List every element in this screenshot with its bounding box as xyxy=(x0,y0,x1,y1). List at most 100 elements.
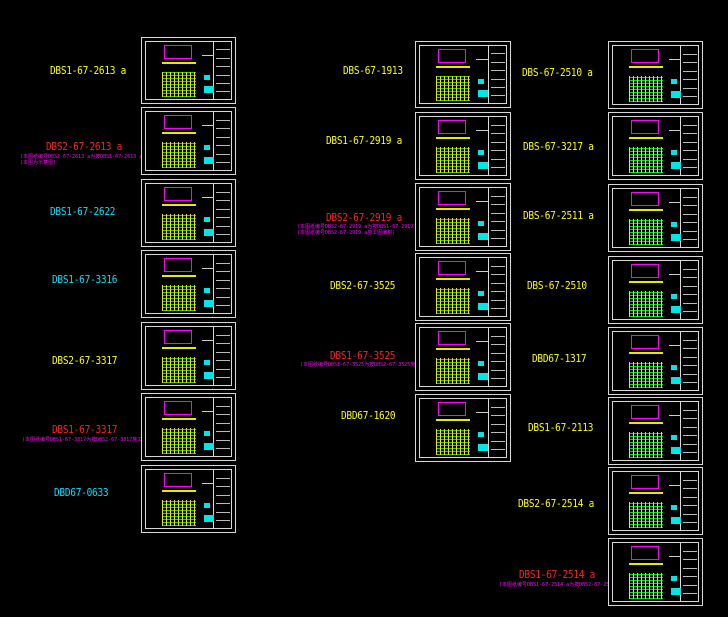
title-block xyxy=(488,327,507,387)
drawing-sheet-7[interactable] xyxy=(415,41,511,108)
drawing-sheet-18[interactable] xyxy=(608,397,703,465)
dimension-line xyxy=(476,201,488,202)
rebar-grid xyxy=(629,573,663,599)
detail-box xyxy=(204,156,214,164)
plan-outline xyxy=(438,261,466,275)
section-bar xyxy=(436,278,470,281)
drawing-sheet-11[interactable] xyxy=(415,323,511,391)
detail-box xyxy=(478,90,488,98)
detail-box xyxy=(671,79,677,85)
drawing-label-14[interactable]: DBS-67-3217 a xyxy=(523,140,594,153)
drawing-label-0[interactable]: DBS1-67-2613 a xyxy=(50,64,127,77)
drawing-note-20: (本图纸编号DBS1-67-2514 a为按DBS2-67-2514 a施工图编… xyxy=(499,582,650,588)
drawing-label-12[interactable]: DBD67-1620 xyxy=(341,409,396,422)
title-block xyxy=(680,542,699,602)
drawing-sheet-15[interactable] xyxy=(608,184,703,252)
detail-box xyxy=(204,360,210,366)
sheet-border xyxy=(145,397,232,457)
drawing-sheet-5[interactable] xyxy=(141,393,236,461)
drawing-sheet-1[interactable] xyxy=(141,107,236,175)
section-bar xyxy=(162,132,196,135)
drawing-label-15[interactable]: DBS-67-2511 a xyxy=(523,209,594,222)
drawing-label-13[interactable]: DBS-67-2510 a xyxy=(522,66,593,79)
plan-outline xyxy=(438,120,466,134)
drawing-label-11[interactable]: DBS1-67-3525 xyxy=(330,349,396,362)
drawing-sheet-20[interactable] xyxy=(608,538,703,606)
detail-box xyxy=(204,74,210,80)
sheet-border xyxy=(612,260,699,320)
sheet-border xyxy=(612,45,699,105)
dimension-line xyxy=(669,415,681,416)
drawing-label-9[interactable]: DBS2-67-2919 a xyxy=(326,211,403,224)
sheet-border xyxy=(419,45,507,104)
title-block xyxy=(488,257,507,317)
rebar-grid xyxy=(629,502,663,528)
title-block xyxy=(213,41,232,100)
detail-box xyxy=(671,587,681,595)
drawing-sheet-10[interactable] xyxy=(415,253,511,321)
drawing-label-3[interactable]: DBS1-67-3316 xyxy=(52,273,118,286)
drawing-sheet-19[interactable] xyxy=(608,467,703,535)
detail-box xyxy=(204,299,214,307)
drawing-label-2[interactable]: DBS1-67-2622 xyxy=(50,205,116,218)
detail-box xyxy=(671,150,677,156)
plan-outline xyxy=(631,546,659,560)
section-bar xyxy=(629,66,663,69)
dimension-line xyxy=(669,345,681,346)
drawing-sheet-9[interactable] xyxy=(415,183,511,251)
sheet-border xyxy=(145,111,232,171)
section-bar xyxy=(162,418,196,421)
plan-outline xyxy=(631,264,659,278)
drawing-sheet-2[interactable] xyxy=(141,179,236,247)
title-block xyxy=(680,471,699,531)
dimension-line xyxy=(202,125,214,126)
sheet-border xyxy=(145,254,232,314)
drawing-sheet-3[interactable] xyxy=(141,250,236,318)
drawing-label-19[interactable]: DBS2-67-2514 a xyxy=(518,497,595,510)
plan-outline xyxy=(438,402,466,416)
detail-box xyxy=(671,294,677,300)
detail-box xyxy=(671,365,677,371)
drawing-label-8[interactable]: DBS1-67-2919 a xyxy=(326,134,403,147)
drawing-label-4[interactable]: DBS2-67-3317 xyxy=(52,354,118,367)
drawing-label-10[interactable]: DBS2-67-3525 xyxy=(330,279,396,292)
dimension-line xyxy=(476,271,488,272)
drawing-label-6[interactable]: DBD67-0633 xyxy=(54,486,109,499)
drawing-label-18[interactable]: DBS1-67-2113 xyxy=(528,421,594,434)
drawing-label-1[interactable]: DBS2-67-2613 a xyxy=(46,140,123,153)
detail-box xyxy=(204,145,210,151)
drawing-sheet-16[interactable] xyxy=(608,256,703,324)
detail-box xyxy=(204,228,214,236)
title-block xyxy=(213,111,232,171)
detail-box xyxy=(478,361,484,367)
plan-outline xyxy=(164,187,192,201)
detail-box xyxy=(671,376,681,384)
drawing-sheet-13[interactable] xyxy=(608,41,703,109)
plan-outline xyxy=(438,331,466,345)
drawing-sheet-0[interactable] xyxy=(141,37,236,104)
sheet-border xyxy=(145,183,232,243)
drawing-sheet-6[interactable] xyxy=(141,465,236,533)
drawing-label-5[interactable]: DBS1-67-3317 xyxy=(52,423,118,436)
detail-box xyxy=(478,232,488,240)
dimension-line xyxy=(669,485,681,486)
drawing-sheet-12[interactable] xyxy=(415,394,511,462)
drawing-sheet-4[interactable] xyxy=(141,322,236,390)
detail-box xyxy=(204,217,210,223)
drawing-sheet-14[interactable] xyxy=(608,112,703,180)
drawing-label-7[interactable]: DBS-67-1913 xyxy=(343,64,403,77)
dimension-line xyxy=(202,411,214,412)
detail-box xyxy=(478,443,488,451)
detail-box xyxy=(204,514,214,522)
drawing-note-11: (本图纸编号DBS1-67-3525为按DBS2-67-3525施工图编制) xyxy=(300,362,439,368)
dimension-line xyxy=(202,54,214,56)
detail-box xyxy=(478,78,484,84)
drawing-label-20[interactable]: DBS1-67-2514 a xyxy=(519,568,596,581)
drawing-sheet-8[interactable] xyxy=(415,112,511,180)
plan-outline xyxy=(164,258,192,272)
drawing-sheet-17[interactable] xyxy=(608,327,703,395)
drawing-label-16[interactable]: DBS-67-2510 xyxy=(527,279,587,292)
drawing-label-17[interactable]: DBD67-1317 xyxy=(532,352,587,365)
detail-box xyxy=(671,161,681,169)
section-bar xyxy=(162,275,196,278)
